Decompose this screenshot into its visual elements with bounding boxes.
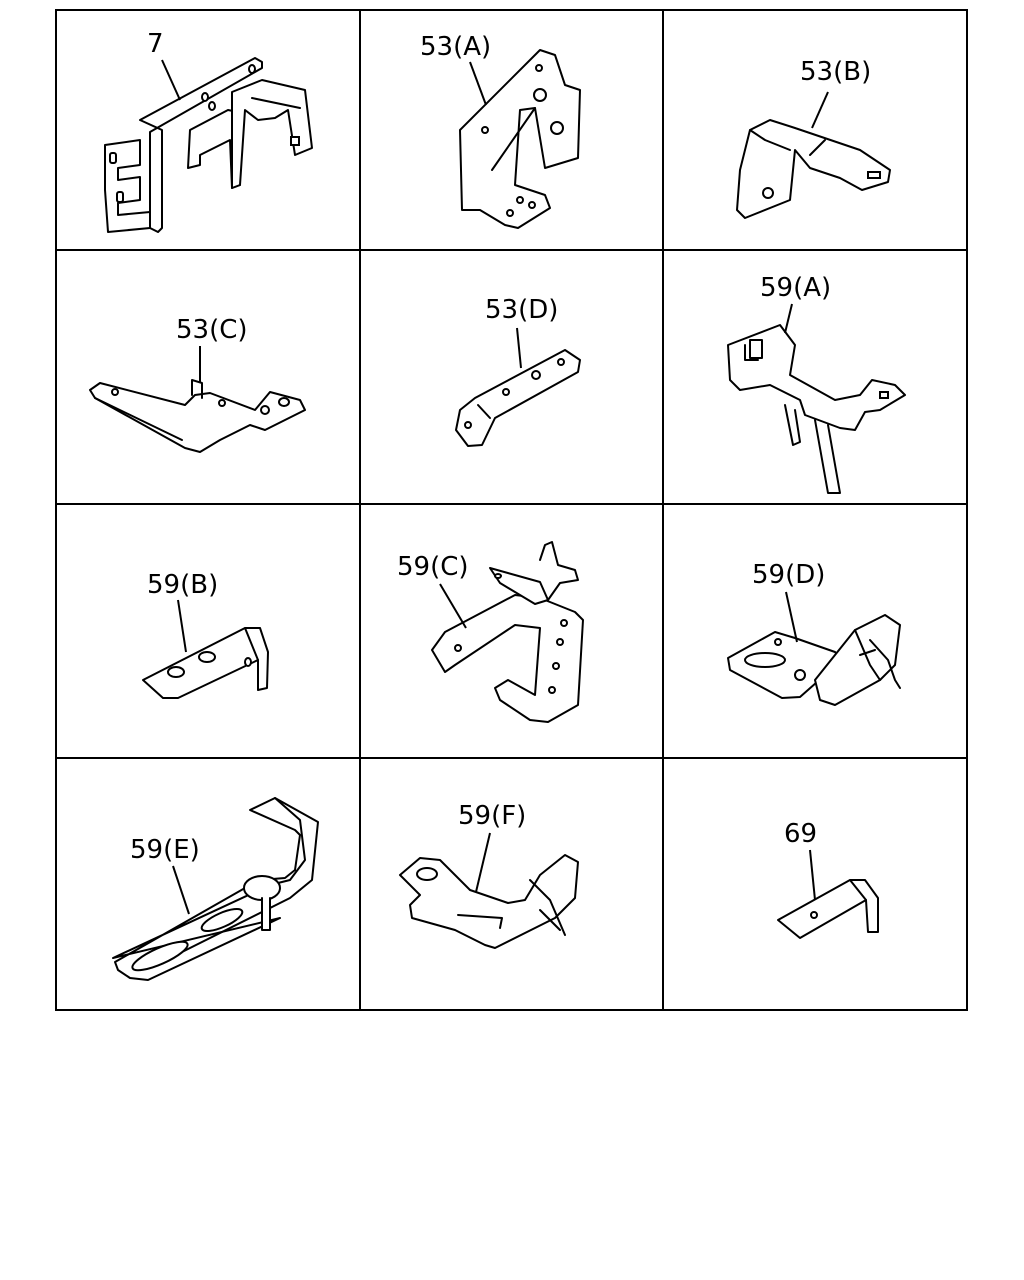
part-53d[interactable]: 53(D) <box>455 295 581 447</box>
part-59d[interactable]: 59(D) <box>727 560 901 706</box>
part-59b-label: 59(B) <box>147 570 218 600</box>
part-59c[interactable]: 59(C) <box>397 541 584 723</box>
part-53c-label: 53(C) <box>176 315 248 345</box>
part-53c-drawing <box>89 379 306 453</box>
part-59a-leader <box>784 303 793 334</box>
part-59c-label: 59(C) <box>397 552 469 582</box>
part-59a-label: 59(A) <box>760 273 831 303</box>
part-59e-drawing <box>112 797 319 981</box>
part-59d-leader <box>785 591 798 643</box>
part-59b[interactable]: 59(B) <box>142 570 269 699</box>
part-69[interactable]: 69 <box>777 819 879 939</box>
part-7-leader <box>161 59 181 101</box>
part-59e-label: 59(E) <box>130 835 200 865</box>
part-7-label: 7 <box>147 29 164 59</box>
part-59a[interactable]: 59(A) <box>727 273 906 494</box>
part-53a[interactable]: 53(A) <box>420 32 581 229</box>
part-53b[interactable]: 53(B) <box>736 57 891 219</box>
part-59d-drawing <box>727 614 901 706</box>
part-59f[interactable]: 59(F) <box>399 801 579 949</box>
part-59b-leader <box>177 599 187 653</box>
part-59a-drawing <box>727 324 906 494</box>
part-53b-drawing <box>736 119 891 219</box>
part-59d-label: 59(D) <box>752 560 825 590</box>
part-59e[interactable]: 59(E) <box>112 797 319 981</box>
part-7-drawing <box>104 57 313 233</box>
part-53a-label: 53(A) <box>420 32 491 62</box>
part-59f-drawing <box>399 854 579 949</box>
part-59b-drawing <box>142 627 269 699</box>
grid-outer-border <box>55 9 968 1011</box>
part-53a-leader <box>469 61 487 106</box>
part-69-label: 69 <box>784 819 817 849</box>
part-53c[interactable]: 53(C) <box>89 315 306 453</box>
part-69-drawing <box>777 879 879 939</box>
part-53d-drawing <box>455 349 581 447</box>
part-59f-leader <box>475 832 491 893</box>
part-53d-leader <box>516 327 522 369</box>
part-69-leader <box>809 849 816 901</box>
part-7[interactable]: 7 <box>104 29 313 233</box>
part-53a-drawing <box>459 49 581 229</box>
part-59c-drawing <box>431 541 584 723</box>
grid <box>55 9 968 1011</box>
part-59e-leader <box>172 865 190 915</box>
part-59f-label: 59(F) <box>458 801 526 831</box>
part-53d-label: 53(D) <box>485 295 558 325</box>
part-53b-label: 53(B) <box>800 57 871 87</box>
part-53b-leader <box>811 91 829 129</box>
part-59c-leader <box>439 583 467 629</box>
